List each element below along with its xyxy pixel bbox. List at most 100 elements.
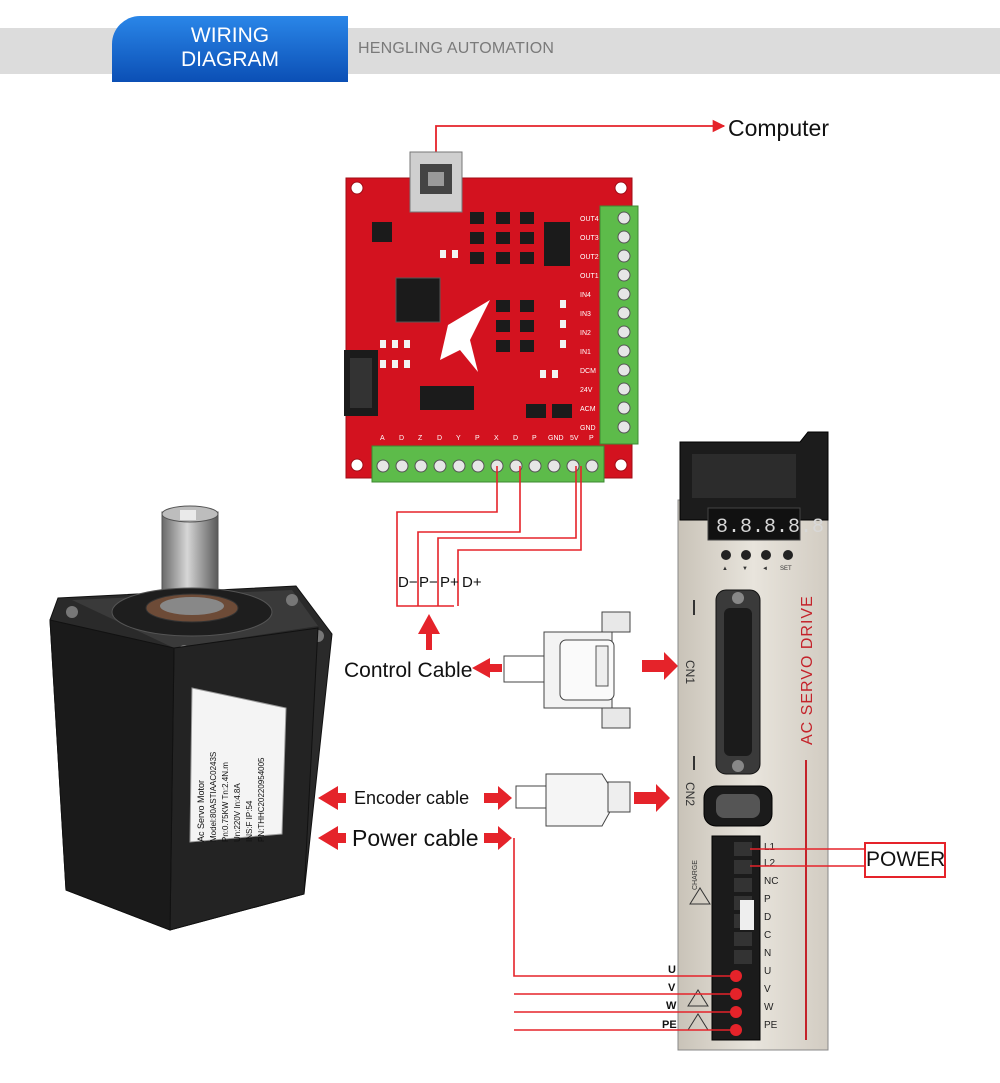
drive-term-n: N	[764, 948, 771, 959]
signal-p-plus-label: P+	[440, 574, 459, 591]
drive-term-l1: L1	[764, 842, 776, 853]
pin-in4: IN4	[580, 292, 591, 299]
drive-term-d: D	[764, 912, 771, 923]
pin-bottom-1: D	[399, 435, 404, 442]
pin-bottom-5: P	[475, 435, 480, 442]
nameplate-line-6: PN:THHC20220954005	[257, 757, 266, 842]
control-signal-wires	[396, 466, 582, 607]
control-cable-right-arrow	[642, 652, 678, 680]
pin-bottom-3: D	[437, 435, 442, 442]
usb-to-computer-wire	[435, 119, 726, 158]
control-cable-left-arrow	[472, 658, 502, 678]
power-cable-label: Power cable	[352, 825, 479, 851]
encoder-cable-label: Encoder cable	[354, 788, 469, 808]
motion-controller-board: OUT4 OUT3 OUT2 OUT1 IN4 IN3 IN2 IN1 DCM …	[344, 151, 639, 483]
pin-bottom-10: 5V	[570, 435, 579, 442]
drive-button-down	[741, 550, 751, 560]
pin-bottom-7: D	[513, 435, 518, 442]
drive-button-set	[783, 550, 793, 560]
mcu-chip-icon	[395, 277, 441, 323]
warning-icon	[689, 887, 711, 905]
power-cable-left-arrow	[318, 826, 346, 850]
encoder-cable-right-arrow	[484, 786, 512, 810]
charge-label: CHARGE	[692, 860, 699, 890]
cn2-label: CN2	[683, 782, 697, 806]
drive-display-digits: 8.8.8.8.8	[716, 516, 824, 539]
drive-term-nc: NC	[764, 876, 778, 887]
motor-terminal-u: U	[668, 964, 676, 976]
pin-out2: OUT2	[580, 254, 599, 261]
computer-label: Computer	[728, 115, 829, 141]
pin-in1: IN1	[580, 349, 591, 356]
nameplate-line-1: Ac Servo Motor	[196, 780, 206, 842]
pin-in2: IN2	[580, 330, 591, 337]
pin-acm: ACM	[580, 406, 596, 413]
power-cable-wires	[513, 838, 732, 1031]
cn2-port-icon	[703, 785, 773, 827]
nameplate-line-5: INS:F IP:54	[245, 800, 254, 842]
usb-port-icon	[409, 151, 463, 213]
drive-term-u: U	[764, 966, 771, 977]
signal-d-plus-label: D+	[462, 574, 482, 591]
power-cable-right-arrow	[484, 826, 512, 850]
drive-buttons: ▲ ▼ ◄ SET	[721, 550, 793, 572]
servo-motor: Ac Servo Motor Model:80ASTIAAC0243S Pn:0…	[49, 505, 333, 931]
pin-bottom-11: P	[589, 435, 594, 442]
pin-in3: IN3	[580, 311, 591, 318]
encoder-connector-icon	[515, 773, 631, 827]
nameplate-line-4: Un:220V In:4.8A	[233, 783, 242, 842]
warning-icon-2	[687, 989, 709, 1007]
tab-line-1: WIRING	[190, 24, 270, 47]
wiring-diagram-tab: WIRING DIAGRAM	[112, 16, 348, 82]
pin-out3: OUT3	[580, 235, 599, 242]
control-cable-label: Control Cable	[344, 659, 472, 682]
pin-bottom-0: A	[380, 435, 385, 442]
drive-term-p: P	[764, 894, 771, 905]
drive-button-set-label: SET	[780, 566, 792, 572]
pin-gnd: GND	[580, 425, 596, 432]
pin-bottom-4: Y	[456, 435, 461, 442]
servo-drive: 8.8.8.8.8 ▲ ▼ ◄ SET AC SERVO DRIVE CN1 C…	[677, 431, 829, 1051]
pin-bottom-8: P	[532, 435, 537, 442]
drive-button-up-label: ▲	[722, 566, 728, 572]
dove-logo-icon	[440, 300, 490, 372]
drive-terminal-block: L1 L2 NC P D C N U V W PE	[687, 835, 778, 1041]
drive-side-label: AC SERVO DRIVE	[799, 595, 816, 745]
pin-out4: OUT4	[580, 216, 599, 223]
pin-bottom-9: GND	[548, 435, 564, 442]
motor-nameplate: Ac Servo Motor Model:80ASTIAAC0243S Pn:0…	[189, 687, 287, 843]
drive-term-l2: L2	[764, 858, 776, 869]
control-cable-up-arrow	[418, 614, 440, 650]
pin-bottom-6: X	[494, 435, 499, 442]
drive-term-c: C	[764, 930, 771, 941]
drive-term-v: V	[764, 984, 771, 995]
motor-terminal-w: W	[666, 1000, 677, 1012]
pin-out1: OUT1	[580, 273, 599, 280]
tab-line-2: DIAGRAM	[180, 48, 279, 71]
driver-chip-icon	[420, 386, 474, 410]
nameplate-line-2: Model:80ASTIAAC0243S	[209, 752, 218, 842]
drive-display	[707, 507, 801, 541]
drive-button-up	[721, 550, 731, 560]
drive-term-w: W	[764, 1002, 774, 1013]
drive-term-pe: PE	[764, 1020, 778, 1031]
signal-d-minus-label: D−	[398, 574, 418, 591]
drive-button-left-label: ◄	[762, 566, 768, 572]
db25-connector-icon	[503, 611, 631, 729]
bottom-terminal-block: A D Z D Y P X D P GND 5V P	[371, 435, 605, 483]
right-terminal-block: OUT4 OUT3 OUT2 OUT1 IN4 IN3 IN2 IN1 DCM …	[580, 205, 639, 445]
mains-power-wires	[750, 848, 864, 867]
pin-dcm: DCM	[580, 368, 596, 375]
power-label: POWER	[864, 842, 946, 878]
cn1-port-icon	[715, 589, 761, 775]
pin-bottom-2: Z	[418, 435, 423, 442]
motor-terminal-pe: PE	[662, 1019, 677, 1031]
drive-button-down-label: ▼	[742, 566, 748, 572]
cn1-label: CN1	[683, 660, 697, 684]
drive-button-left	[761, 550, 771, 560]
motor-terminal-v: V	[668, 982, 676, 994]
pin-24v: 24V	[580, 387, 593, 394]
brand-name: HENGLING AUTOMATION	[358, 40, 555, 57]
signal-p-minus-label: P−	[419, 574, 438, 591]
